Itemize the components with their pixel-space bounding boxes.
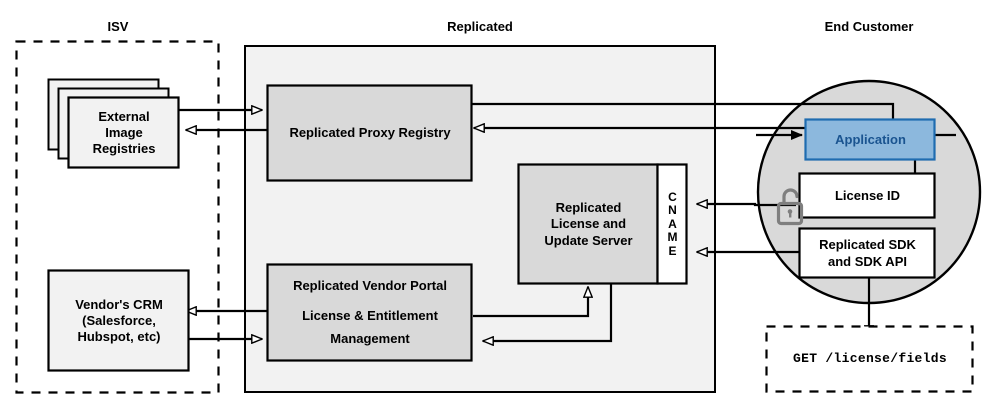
replicated-vendor-portal-box[interactable] (266, 263, 473, 362)
external-registries-hitarea[interactable] (68, 97, 180, 169)
application-box[interactable] (804, 118, 936, 161)
license-update-server-box[interactable] (517, 163, 659, 285)
zone-isv-boundary (15, 40, 220, 394)
vendors-crm-hitarea[interactable] (48, 270, 190, 372)
zone-title-replicated: Replicated (447, 19, 513, 34)
external-registries-front[interactable] (67, 96, 180, 169)
proxy-registry-hitarea[interactable] (267, 85, 473, 182)
license-id-box[interactable] (798, 172, 936, 219)
replicated-sdk-box[interactable] (798, 227, 936, 279)
zone-title-end-customer: End Customer (824, 19, 914, 34)
cname-strip-box[interactable] (656, 163, 688, 285)
replicated-sdk-hitarea[interactable] (799, 228, 936, 279)
vendor-portal-hitarea[interactable] (267, 264, 473, 362)
license-id-hitarea[interactable] (799, 173, 936, 219)
edge-server-to-vendorportal (483, 283, 613, 341)
application-hitarea[interactable] (805, 119, 936, 161)
cname-strip-hitarea[interactable] (657, 164, 688, 285)
edge-licenseid-to-server (697, 204, 796, 205)
replicated-proxy-registry-box[interactable] (266, 84, 473, 182)
license-update-server-hitarea[interactable] (518, 164, 659, 285)
edge-vendorportal-to-server (473, 287, 588, 318)
api-call-dashed-box (765, 325, 974, 393)
unlocked-padlock-icon (776, 188, 804, 226)
zone-title-isv: ISV (107, 19, 129, 34)
vendors-crm-box[interactable] (47, 269, 190, 372)
